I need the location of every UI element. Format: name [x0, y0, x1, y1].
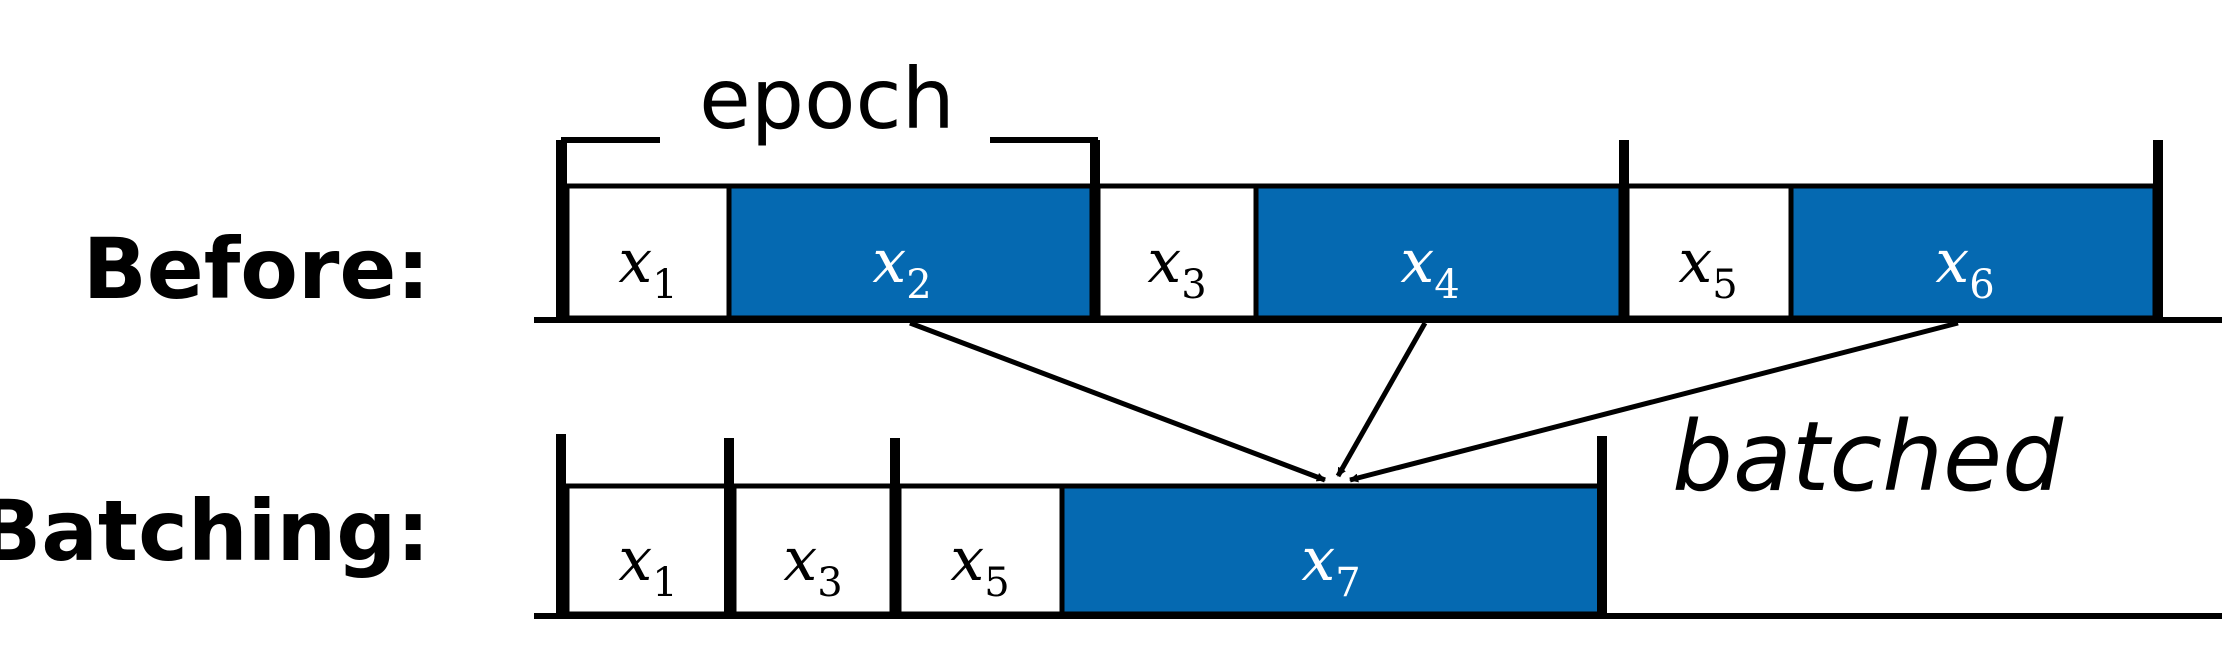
batching-arrows: batched: [909, 320, 2064, 513]
cell-label-x7: x7: [1301, 525, 1360, 606]
cell-before-x1: [564, 183, 732, 321]
arrow-x2-to-x7: [909, 320, 1326, 483]
row-label-before: Before:: [83, 220, 430, 318]
cell-label-x3: x3: [1147, 227, 1206, 308]
cell-label-x2: x2: [872, 227, 931, 308]
cell-label-x6: x6: [1935, 227, 1994, 308]
cell-batching-x5: [896, 483, 1065, 617]
cell-label-x5: x5: [1678, 227, 1737, 308]
epoch-label: epoch: [699, 50, 955, 148]
row-before: x1 x2 x3 x4 x5 x6: [534, 140, 2222, 323]
cell-batching-x7: [1059, 483, 1603, 617]
epoch-bracket: epoch: [561, 50, 1098, 185]
cell-label-x4: x4: [1400, 227, 1459, 308]
cell-label-x1: x1: [618, 227, 677, 308]
cell-label-x5: x5: [950, 525, 1009, 606]
cell-before-x6: [1788, 183, 2158, 321]
arrow-x4-to-x7: [1335, 321, 1428, 478]
cell-label-x1: x1: [618, 525, 677, 606]
cell-batching-x3: [731, 483, 895, 617]
arrow-x6-to-x7: [1349, 320, 1959, 483]
row-label-batching: Batching:: [0, 482, 430, 580]
batched-label: batched: [1672, 401, 2064, 513]
cell-label-x3: x3: [783, 525, 842, 606]
row-batching: x1 x3 x5 x7: [534, 434, 2222, 619]
cell-before-x2: [726, 183, 1095, 321]
